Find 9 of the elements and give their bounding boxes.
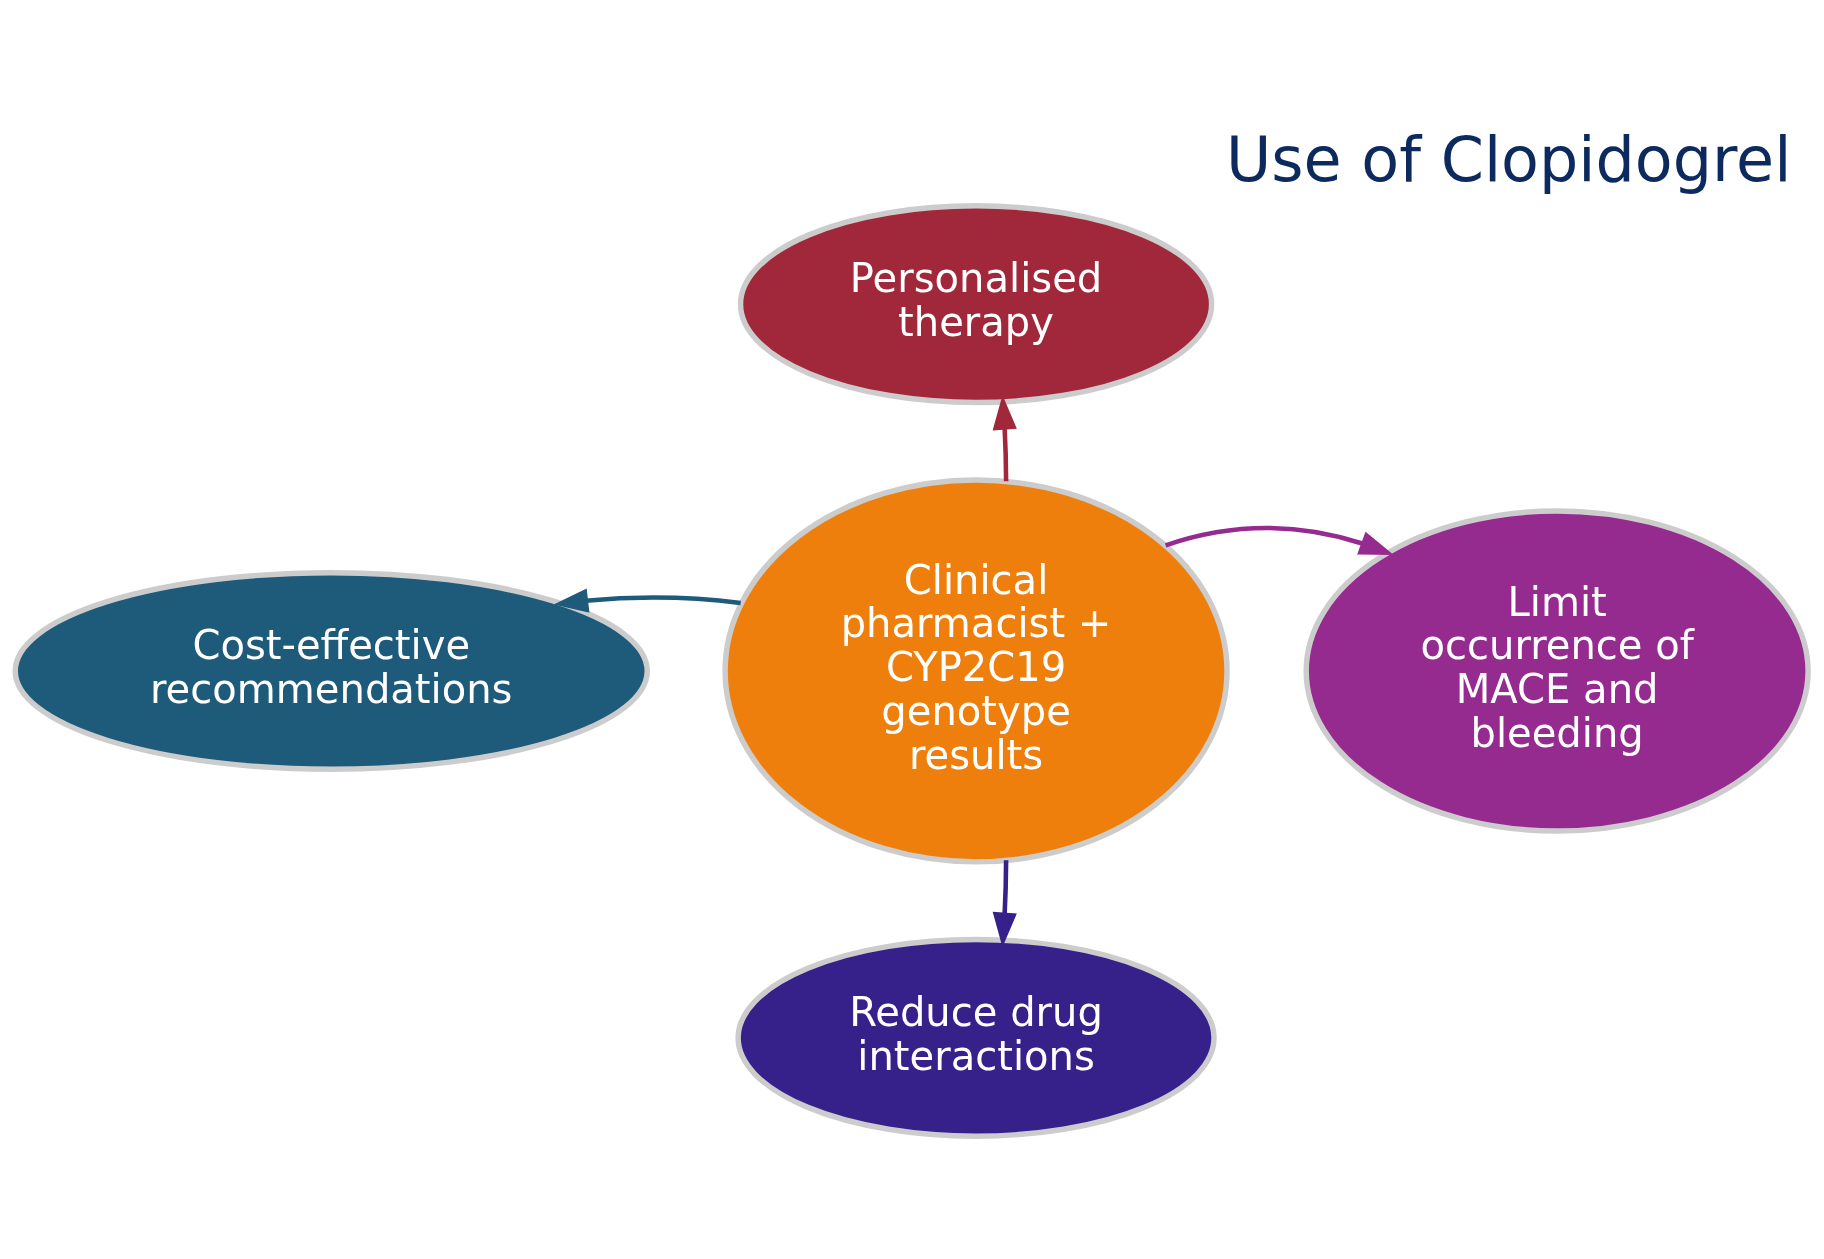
node-ellipse: Clinical pharmacist + CYP2C19 genotype results [722, 476, 1230, 865]
node-ellipse: Reduce drug interactions [735, 936, 1217, 1139]
node-ellipse: Personalised therapy [737, 202, 1215, 405]
arrow [553, 588, 741, 613]
diagram-title: Use of Clopidogrel [1225, 123, 1792, 196]
node-ellipse: Cost-effective recommendations [12, 569, 650, 772]
arrow [992, 859, 1017, 947]
node-ellipse: Limit occurrence of MACE and bleeding [1303, 507, 1811, 834]
arrow [1164, 525, 1394, 555]
